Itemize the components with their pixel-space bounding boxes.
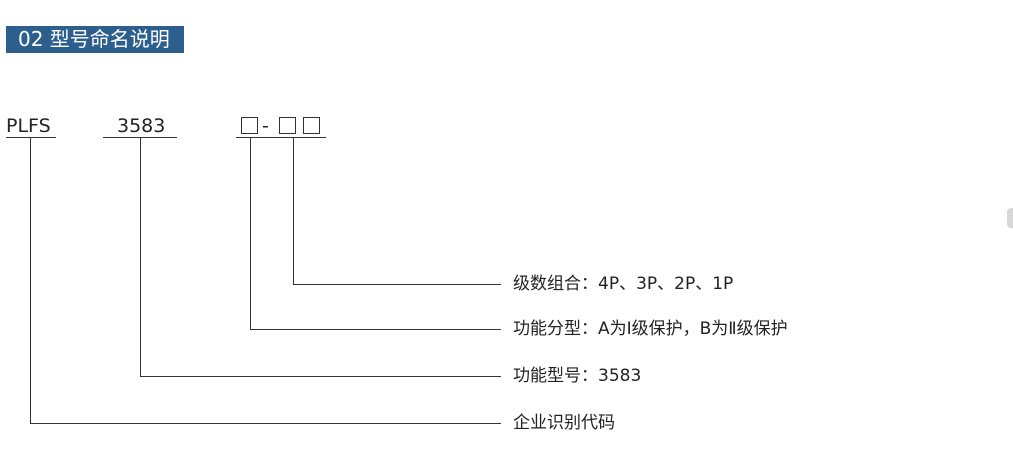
pole-box-2	[303, 117, 320, 134]
company-code-underline	[6, 137, 56, 138]
model-number-text: 3583	[117, 115, 166, 137]
suffix-underline	[236, 137, 326, 138]
function-model-connector-vertical	[140, 137, 141, 377]
company-code-description: 企业识别代码	[513, 413, 615, 433]
company-code-connector-horizontal	[30, 423, 501, 424]
function-type-connector-vertical	[250, 137, 251, 330]
function-model-description: 功能型号：3583	[513, 366, 642, 386]
function-type-description: 功能分型：A为Ⅰ级保护，B为Ⅱ级保护	[513, 319, 788, 339]
company-code-text: PLFS	[6, 115, 51, 137]
poles-description: 级数组合：4P、3P、2P、1P	[513, 274, 734, 294]
section-title: 02 型号命名说明	[6, 26, 184, 53]
function-type-box	[241, 117, 258, 134]
function-model-connector-horizontal	[140, 376, 501, 377]
poles-connector-horizontal	[293, 284, 501, 285]
company-code-connector-vertical	[30, 137, 31, 424]
pole-box-1	[279, 117, 296, 134]
poles-connector-vertical	[293, 137, 294, 285]
code-dash: -	[262, 115, 269, 137]
scroll-edge-tab	[1007, 208, 1013, 228]
function-type-connector-horizontal	[250, 329, 501, 330]
